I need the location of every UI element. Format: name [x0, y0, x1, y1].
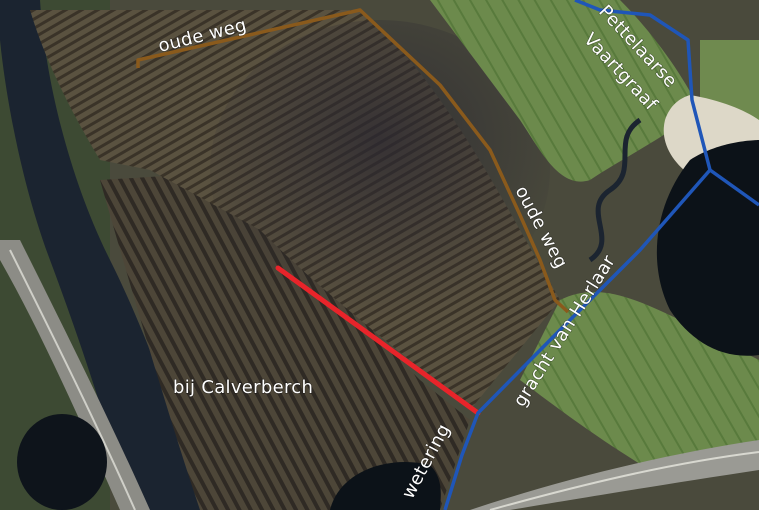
peat-fields-west	[100, 170, 470, 510]
label-bij-calverberch: bij Calverberch	[173, 377, 313, 398]
river-left	[0, 0, 210, 510]
creek	[588, 117, 642, 263]
meadows-north-east	[430, 0, 700, 182]
route-oude-weg	[136, 8, 570, 314]
motorway-bottom-right	[470, 440, 759, 510]
lake-right	[656, 140, 759, 356]
route-wetering	[275, 265, 481, 416]
lake-bottom-left	[17, 414, 107, 510]
lake-bottom-centre	[330, 462, 441, 510]
sandy-beach	[663, 95, 759, 175]
route-pettelaarse-vaartgraaf	[574, 0, 712, 171]
